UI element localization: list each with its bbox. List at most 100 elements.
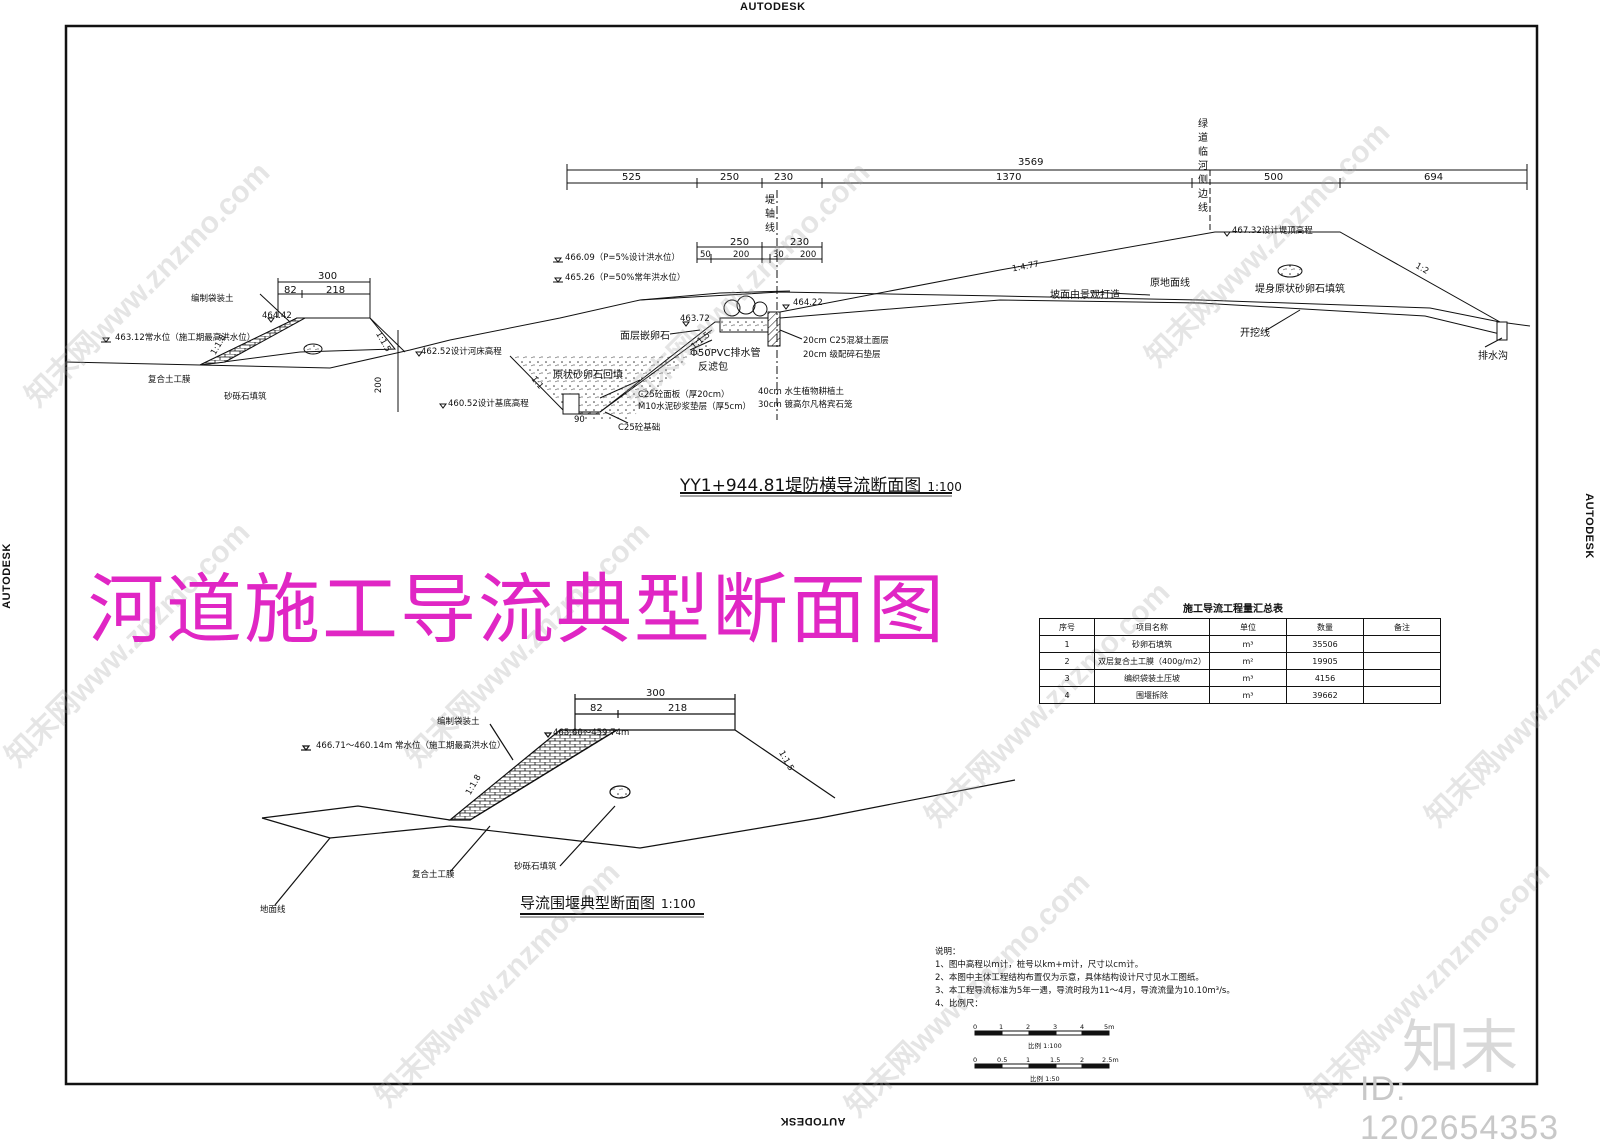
drain-ditch-label: 排水沟	[1478, 351, 1508, 362]
level-467-32: 467.32设计堤顶高程	[1232, 226, 1313, 236]
level-465-26: 465.26（P=50%常年洪水位）	[565, 273, 686, 283]
table-row: 3 编织袋装土压坡 m³ 4156	[1039, 669, 1441, 687]
scale2-label: 比例 1:50	[1030, 1075, 1060, 1083]
scale1-tick: 1	[999, 1023, 1004, 1031]
dim-30: 30	[773, 250, 784, 260]
scale1-tick: 5m	[1104, 1023, 1115, 1031]
table-row: 1 砂卵石填筑 m³ 35506	[1039, 635, 1441, 653]
scale1-tick: 0	[973, 1023, 978, 1031]
dim-694: 694	[1424, 172, 1444, 183]
table-cell: 围堰拆除	[1094, 686, 1210, 704]
scale1-tick: 2	[1026, 1023, 1031, 1031]
s2-ground-line-label: 地面线	[260, 905, 286, 915]
dim-1370: 1370	[996, 172, 1022, 183]
qty-table-title: 施工导流工程量汇总表	[1183, 604, 1283, 615]
edge-line-label: 绿道临河侧边线	[1198, 119, 1208, 214]
qty-header-row: 序号 项目名称 单位 数量 备注	[1039, 618, 1441, 636]
table-row: 2 双层复合土工膜（400g/m2） m² 19905	[1039, 652, 1441, 670]
dim-230: 230	[774, 172, 794, 183]
qty-header-cell: 数量	[1286, 618, 1364, 636]
ground-left	[261, 805, 451, 821]
c25-base-label: C25砼基础	[618, 423, 661, 433]
table-cell: m³	[1209, 686, 1287, 704]
s2-geo-membrane-label: 复合土工膜	[412, 870, 455, 880]
level-464-42: 464.42	[262, 311, 292, 321]
table-cell: 编织袋装土压坡	[1094, 669, 1210, 687]
dim-82-left: 82	[284, 285, 297, 296]
scale2-tick: 0.5	[997, 1056, 1008, 1064]
table-cell: m³	[1209, 669, 1287, 687]
s2-level-top: 465.60～459.74m	[553, 728, 630, 738]
notes-item: 4、比例尺：	[935, 999, 983, 1009]
table-cell: m³	[1209, 635, 1287, 653]
gravel-backfill-label: 原状砂卵石回填	[553, 370, 623, 381]
dim-230b: 230	[790, 237, 810, 248]
table-cell: 双层复合土工膜（400g/m2）	[1094, 652, 1210, 670]
gabion-label: 30cm 镀高尔凡格宾石笼	[758, 400, 853, 410]
level-463-72: 463.72	[680, 314, 710, 324]
s2-dim-300: 300	[646, 688, 666, 699]
ground-line-left	[65, 339, 451, 369]
c25-slab-label: C25砼面板（厚20cm）	[638, 390, 730, 400]
ground-line-2	[261, 779, 1016, 849]
notes-item: 1、图中高程以m计，桩号以km+m计，尺寸以cm计。	[935, 960, 1144, 970]
slope-landscape-label: 坡面由景观打造	[1050, 290, 1120, 301]
table-row: 4 围堰拆除 m³ 39662	[1039, 686, 1441, 704]
table-cell: 35506	[1286, 635, 1364, 653]
bag-soil-label: 编制袋装土	[191, 294, 234, 304]
notes-item: 2、本图中主体工程结构布置仅为示意，具体结构设计尺寸见水工图纸。	[935, 973, 1204, 983]
dim-50: 50	[700, 250, 711, 260]
table-cell: 3	[1039, 669, 1095, 687]
dim-250b: 250	[730, 237, 750, 248]
notes-title: 说明：	[935, 947, 961, 957]
dim-525: 525	[622, 172, 642, 183]
crushed-stone-label: 20cm 级配碎石垫层	[803, 350, 881, 360]
autodesk-label-top: AUTODESK	[740, 1, 806, 13]
qty-header-cell: 备注	[1363, 618, 1441, 636]
watermark-id: ID: 1202654353	[1360, 1070, 1560, 1147]
table-cell: 39662	[1286, 686, 1364, 704]
notes-item: 3、本工程导流标准为5年一遇，导流时段为11～4月，导流流量为10.10m³/s…	[935, 986, 1235, 996]
dim-200a: 200	[733, 250, 750, 260]
qty-header-cell: 项目名称	[1094, 618, 1210, 636]
scale2-tick: 2.5m	[1102, 1056, 1119, 1064]
scale1-tick: 3	[1053, 1023, 1058, 1031]
table-cell: 4156	[1286, 669, 1364, 687]
dike-axis-label: 堤轴线	[765, 195, 775, 234]
scale2-tick: 1.5	[1050, 1056, 1061, 1064]
qty-header-cell: 序号	[1039, 618, 1095, 636]
dim-total: 3569	[1018, 157, 1044, 168]
table-cell: m²	[1209, 652, 1287, 670]
drain-ditch	[1496, 321, 1508, 341]
level-463-12: 463.12常水位（施工期最高洪水位）	[115, 333, 256, 343]
qty-header-cell: 单位	[1209, 618, 1287, 636]
level-464-22: 464.22	[793, 298, 823, 308]
notes-block: 说明： 1、图中高程以m计，桩号以km+m计，尺寸以cm计。 2、本图中主体工程…	[935, 946, 1235, 1011]
gabion-block	[767, 311, 781, 347]
pvc-pipe-label: Φ50PVC排水管	[690, 348, 761, 359]
filter-bag-label: 反滤包	[698, 362, 728, 373]
original-ground-line	[639, 291, 1501, 323]
face-cobble-label: 面层嵌卵石	[620, 331, 670, 342]
s2-dim-218: 218	[668, 703, 688, 714]
qty-table: 序号 项目名称 单位 数量 备注 1 砂卵石填筑 m³ 35506 2 双层复合…	[1039, 618, 1441, 704]
scale2-tick: 2	[1080, 1056, 1085, 1064]
m10-mortar-label: M10水泥砂浆垫层（厚5cm）	[638, 402, 752, 412]
level-462-52: 462.52设计河床高程	[421, 347, 502, 357]
dim-500: 500	[1264, 172, 1284, 183]
table-cell	[1363, 669, 1441, 687]
c25-surface-label: 20cm C25混凝土面层	[803, 336, 889, 346]
drawing-frame	[64, 24, 1539, 1086]
level-markers	[101, 231, 1231, 409]
excavation-line-label: 开挖线	[1240, 328, 1270, 339]
main-title: 河道施工导流典型断面图	[88, 565, 946, 654]
dim-200b: 200	[800, 250, 817, 260]
section1-drawing	[65, 164, 1531, 424]
dike-body-label: 堤身原状砂卵石填筑	[1255, 284, 1345, 295]
scale-bars	[974, 1030, 1110, 1069]
s2-dim-82: 82	[590, 703, 603, 714]
watermark-logo: 知末	[1402, 1013, 1519, 1081]
